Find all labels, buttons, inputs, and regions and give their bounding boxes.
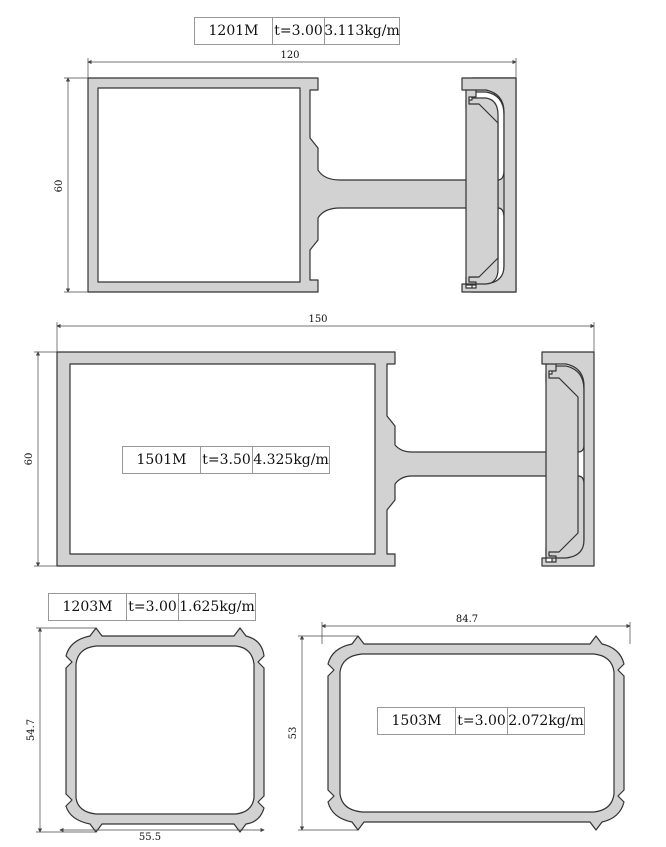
profile-1203m-section <box>65 627 265 833</box>
profile-thickness: t=3.00 <box>273 18 325 44</box>
spec-table-1501m: 1501M t=3.50 4.325kg/m <box>122 446 330 474</box>
profile-1203m: 55.5 54.7 <box>26 627 265 843</box>
profile-code: 1503M <box>378 708 456 734</box>
profile-code: 1203M <box>49 594 127 620</box>
profile-code: 1501M <box>123 447 201 473</box>
profile-weight: 1.625kg/m <box>179 599 255 615</box>
dim-width-1503m: 84.7 <box>456 614 478 625</box>
profile-1503m: 84.7 53 <box>288 614 631 831</box>
profile-1201m: 120 60 <box>54 50 517 293</box>
profile-1201m-section <box>87 77 517 293</box>
profile-weight: 3.113kg/m <box>324 23 400 39</box>
dim-width-1201m: 120 <box>280 50 299 61</box>
profile-weight: 4.325kg/m <box>253 452 329 468</box>
dim-width-1203m: 55.5 <box>139 832 161 843</box>
profile-1201m-flange <box>461 77 517 293</box>
profile-thickness: t=3.00 <box>127 594 179 620</box>
spec-table-1503m: 1503M t=3.00 2.072kg/m <box>377 707 585 735</box>
dim-width-1501m: 150 <box>308 314 327 325</box>
dim-height-1201m: 60 <box>54 180 65 193</box>
profile-1501m: 150 60 <box>24 314 595 567</box>
profile-1503m-section <box>327 635 625 831</box>
profile-code: 1201M <box>195 18 273 44</box>
profile-thickness: t=3.50 <box>201 447 253 473</box>
profile-weight: 2.072kg/m <box>508 713 584 729</box>
dim-height-1203m: 54.7 <box>26 719 37 741</box>
spec-table-1201m: 1201M t=3.00 3.113kg/m <box>194 17 400 45</box>
profile-1501m-flange <box>541 351 595 567</box>
dim-height-1503m: 53 <box>288 727 299 740</box>
profile-thickness: t=3.00 <box>456 708 508 734</box>
spec-table-1203m: 1203M t=3.00 1.625kg/m <box>48 593 256 621</box>
dim-height-1501m: 60 <box>24 453 35 466</box>
